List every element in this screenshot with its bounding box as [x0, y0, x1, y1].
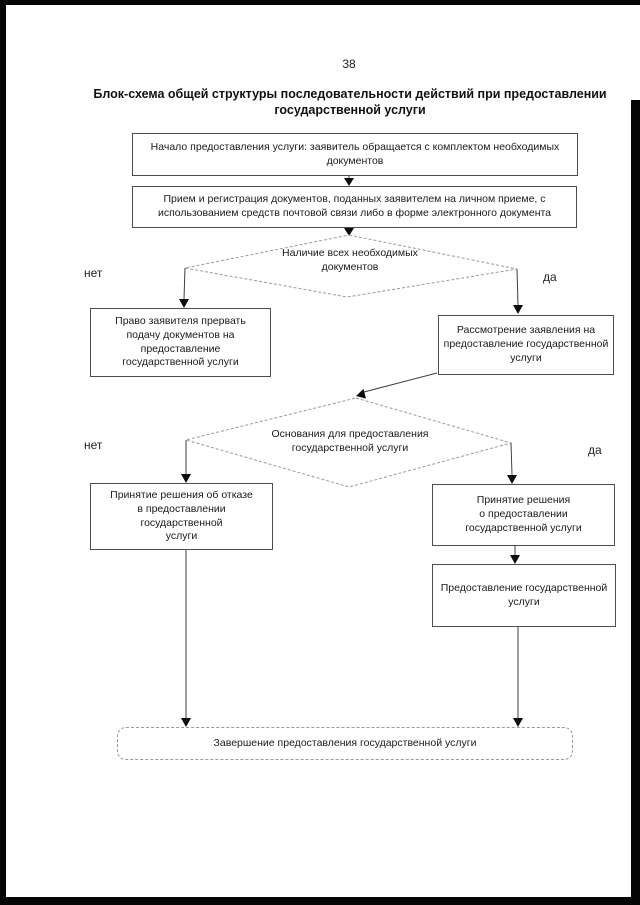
- arrowhead: [513, 718, 523, 727]
- arrowhead: [507, 475, 517, 484]
- page-border-right: [631, 100, 640, 905]
- branch-label-no-1: нет: [84, 266, 103, 280]
- page-border-top: [0, 0, 640, 5]
- page-border-left: [0, 0, 6, 905]
- arrowhead: [513, 305, 523, 314]
- branch-label-no-2: нет: [84, 438, 103, 452]
- connector-provide-end: [513, 627, 523, 727]
- arrowhead: [344, 228, 354, 236]
- node-grant: Принятие решения о предоставлении госуда…: [432, 484, 615, 546]
- arrowhead: [181, 474, 191, 483]
- connector-decision1-yes: [513, 268, 523, 314]
- arrowhead: [510, 555, 520, 564]
- flowchart-title: Блок-схема общей структуры последователь…: [93, 87, 607, 117]
- connector-intake-decision1: [344, 228, 354, 236]
- connector-decision2-no: [181, 440, 191, 483]
- node-review: Рассмотрение заявления на предоставление…: [438, 315, 614, 375]
- connector-decision1-no: [179, 267, 189, 308]
- branch-label-yes-2: да: [588, 443, 602, 457]
- node-intake: Прием и регистрация документов, поданных…: [132, 186, 577, 228]
- arrowhead: [344, 178, 354, 186]
- connector-decision2-yes: [507, 442, 517, 484]
- connector-refuse-end: [181, 550, 191, 727]
- decision-documents-label: Наличие всех необходимых документов: [282, 247, 418, 273]
- arrowhead: [181, 718, 191, 727]
- arrowhead: [356, 388, 366, 399]
- page-border-bottom: [0, 897, 640, 905]
- node-interrupt: Право заявителя прервать подачу документ…: [90, 308, 271, 377]
- connector-start-intake: [344, 176, 354, 186]
- connector-review-decision2: [356, 372, 438, 399]
- branch-label-yes-1: да: [543, 270, 557, 284]
- node-provide: Предоставление государственной услуги: [432, 564, 616, 627]
- node-refuse: Принятие решения об отказе в предоставле…: [90, 483, 273, 550]
- decision-grounds-label: Основания для предоставления государстве…: [271, 428, 429, 454]
- node-end: Завершение предоставления государственно…: [117, 727, 573, 760]
- connector-grant-provide: [510, 546, 520, 564]
- node-start: Начало предоставления услуги: заявитель …: [132, 133, 578, 176]
- page-number: 38: [342, 57, 356, 71]
- arrowhead: [179, 299, 189, 308]
